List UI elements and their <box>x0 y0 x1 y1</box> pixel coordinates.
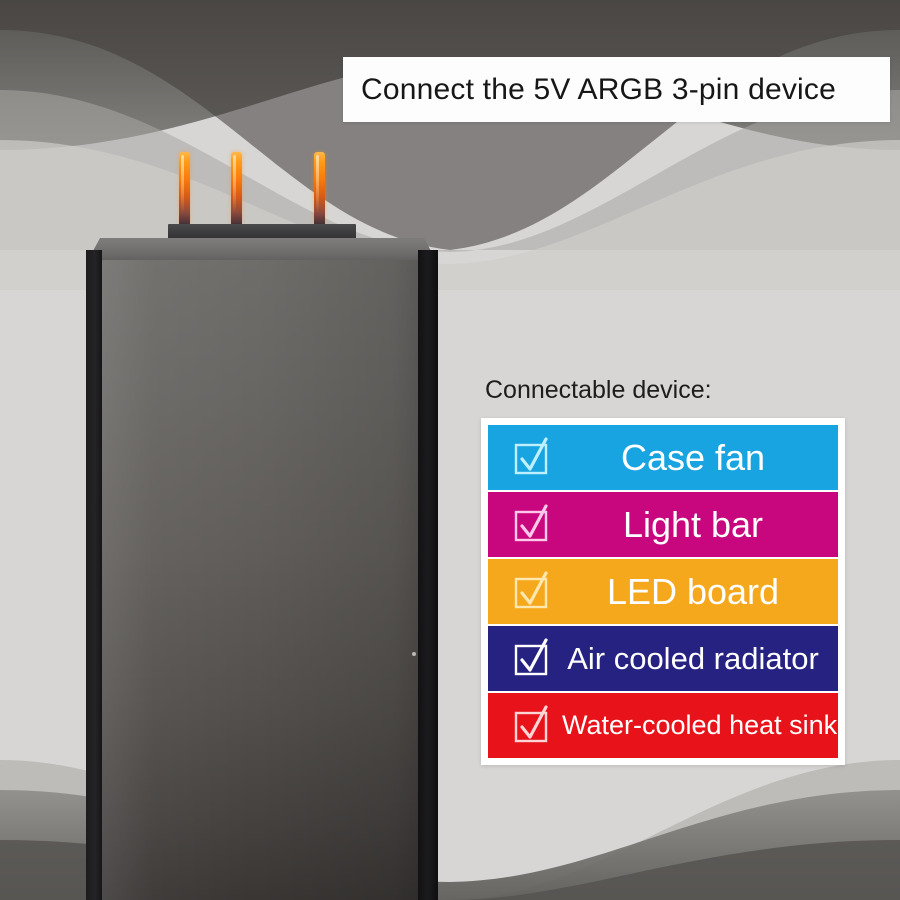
device-list-label: LED board <box>606 570 780 612</box>
device-body-left-edge <box>86 250 102 900</box>
connector-pin-3 <box>314 152 325 224</box>
checkbox-checked-icon[interactable] <box>514 570 548 609</box>
device-body-top-bevel <box>86 238 438 264</box>
checkbox-checked-icon[interactable] <box>514 704 548 743</box>
device-body-sheen <box>102 260 418 900</box>
checkbox-checked-icon[interactable] <box>514 637 548 676</box>
device-list-label: Air cooled radiator <box>567 640 819 676</box>
device-list-row[interactable]: Air cooled radiator <box>488 626 838 691</box>
device-list-row[interactable]: Light bar <box>488 492 838 557</box>
device-body-face <box>102 260 418 900</box>
device-list-row[interactable]: LED board <box>488 559 838 624</box>
checkbox-checked-icon[interactable] <box>514 436 548 475</box>
device-list-row[interactable]: Water-cooled heat sink <box>488 693 838 758</box>
device-body-highlight-speck <box>412 652 416 656</box>
connector-pin-1 <box>179 152 190 224</box>
connectable-device-heading: Connectable device: <box>485 376 712 404</box>
title-banner: Connect the 5V ARGB 3-pin device <box>343 57 890 122</box>
argb-3pin-connector <box>168 148 356 246</box>
page-title: Connect the 5V ARGB 3-pin device <box>361 72 837 106</box>
device-list-label: Case fan <box>620 436 766 478</box>
checkbox-checked-icon[interactable] <box>514 503 548 542</box>
device-body-right-edge <box>418 250 438 900</box>
device-list-row[interactable]: Case fan <box>488 425 838 490</box>
device-body <box>86 238 438 900</box>
device-list-label: Water-cooled heat sink <box>562 710 838 740</box>
device-list-label: Light bar <box>622 503 764 545</box>
connector-pin-2 <box>231 152 242 224</box>
